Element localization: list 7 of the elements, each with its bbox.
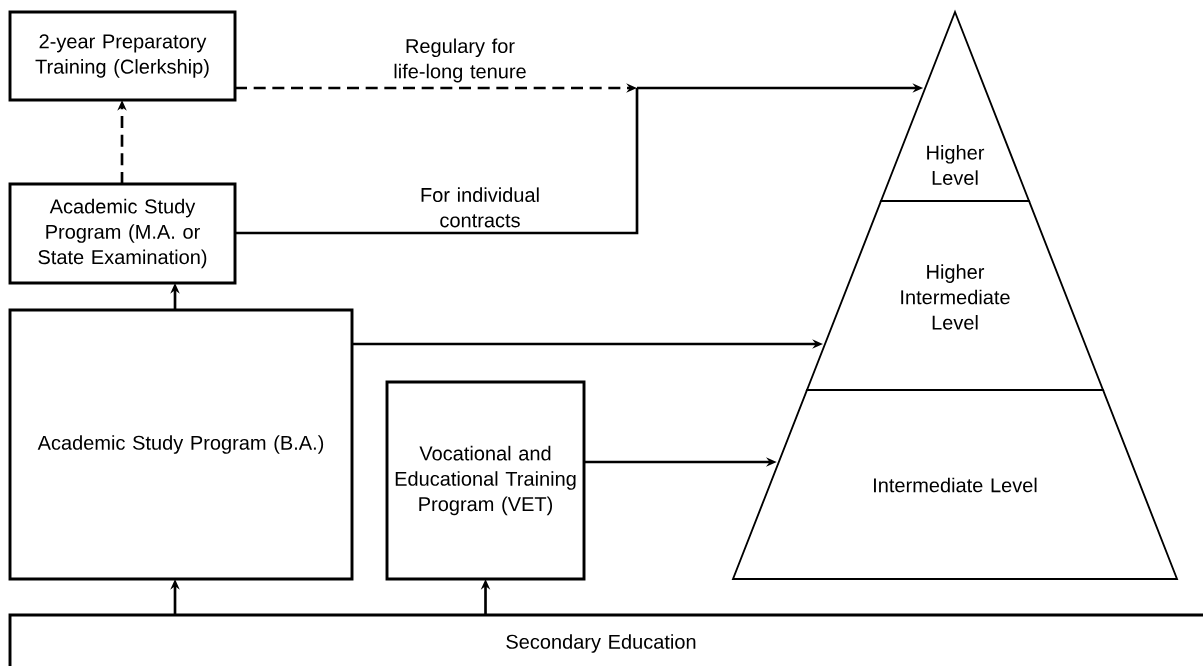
program-box: Secondary Education <box>8 613 1203 666</box>
program-box: Academic Study Program (B.A.) <box>8 308 354 581</box>
program-box: 2-year Preparatory Training (Clerkship) <box>8 10 237 102</box>
program-box: Academic Study Program (M.A. or State Examination) <box>8 182 237 285</box>
program-box: Vocational and Educational Training Program (VET) <box>385 380 586 581</box>
edge-label: Regulary for life-long tenure <box>394 38 526 83</box>
edge-label: For individual contracts <box>421 187 539 228</box>
